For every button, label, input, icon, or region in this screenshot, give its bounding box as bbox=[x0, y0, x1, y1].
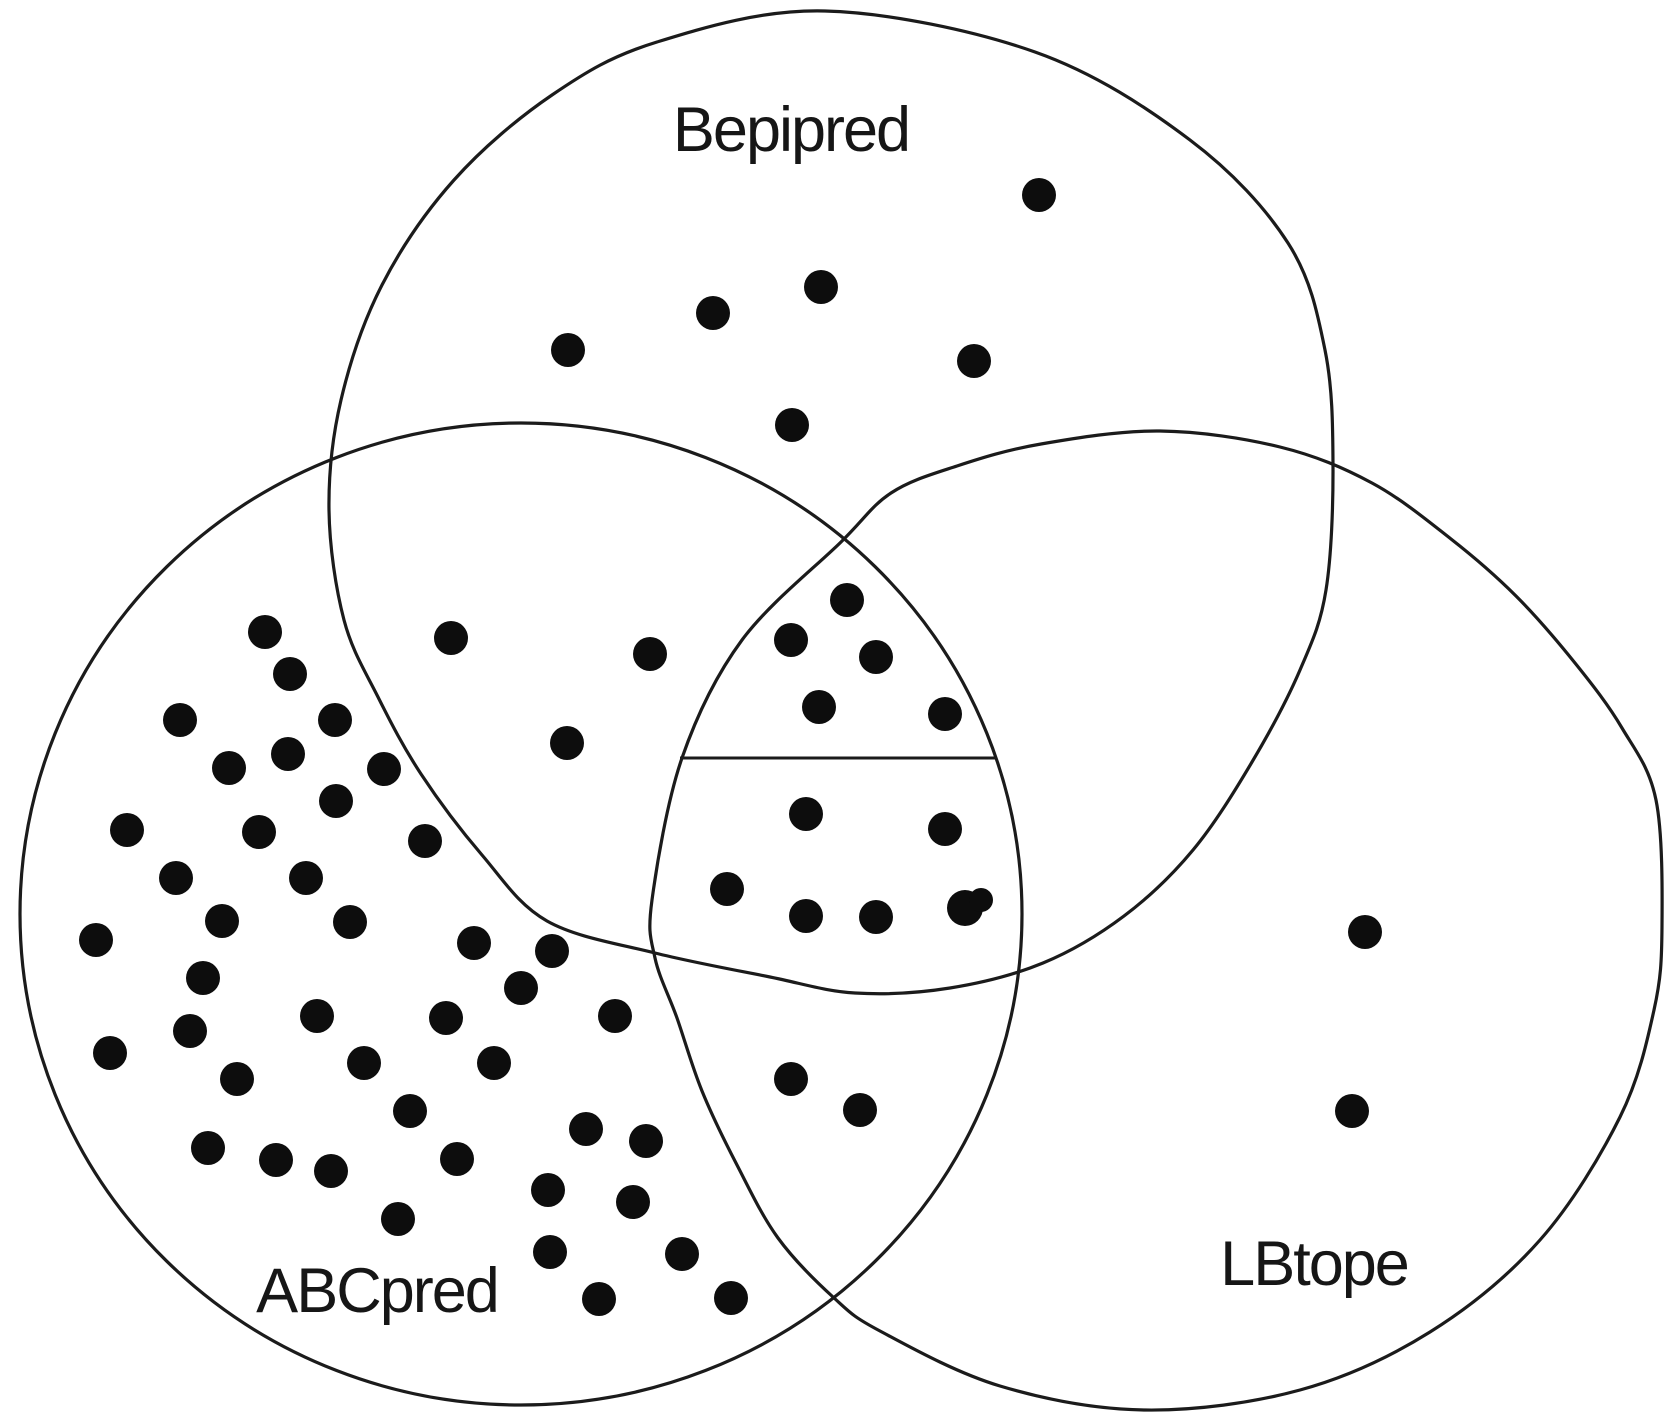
svg-text:Bepipred: Bepipred bbox=[673, 95, 909, 165]
svg-text:ABCpred: ABCpred bbox=[256, 1256, 498, 1326]
svg-text:LBtope: LBtope bbox=[1220, 1229, 1408, 1299]
